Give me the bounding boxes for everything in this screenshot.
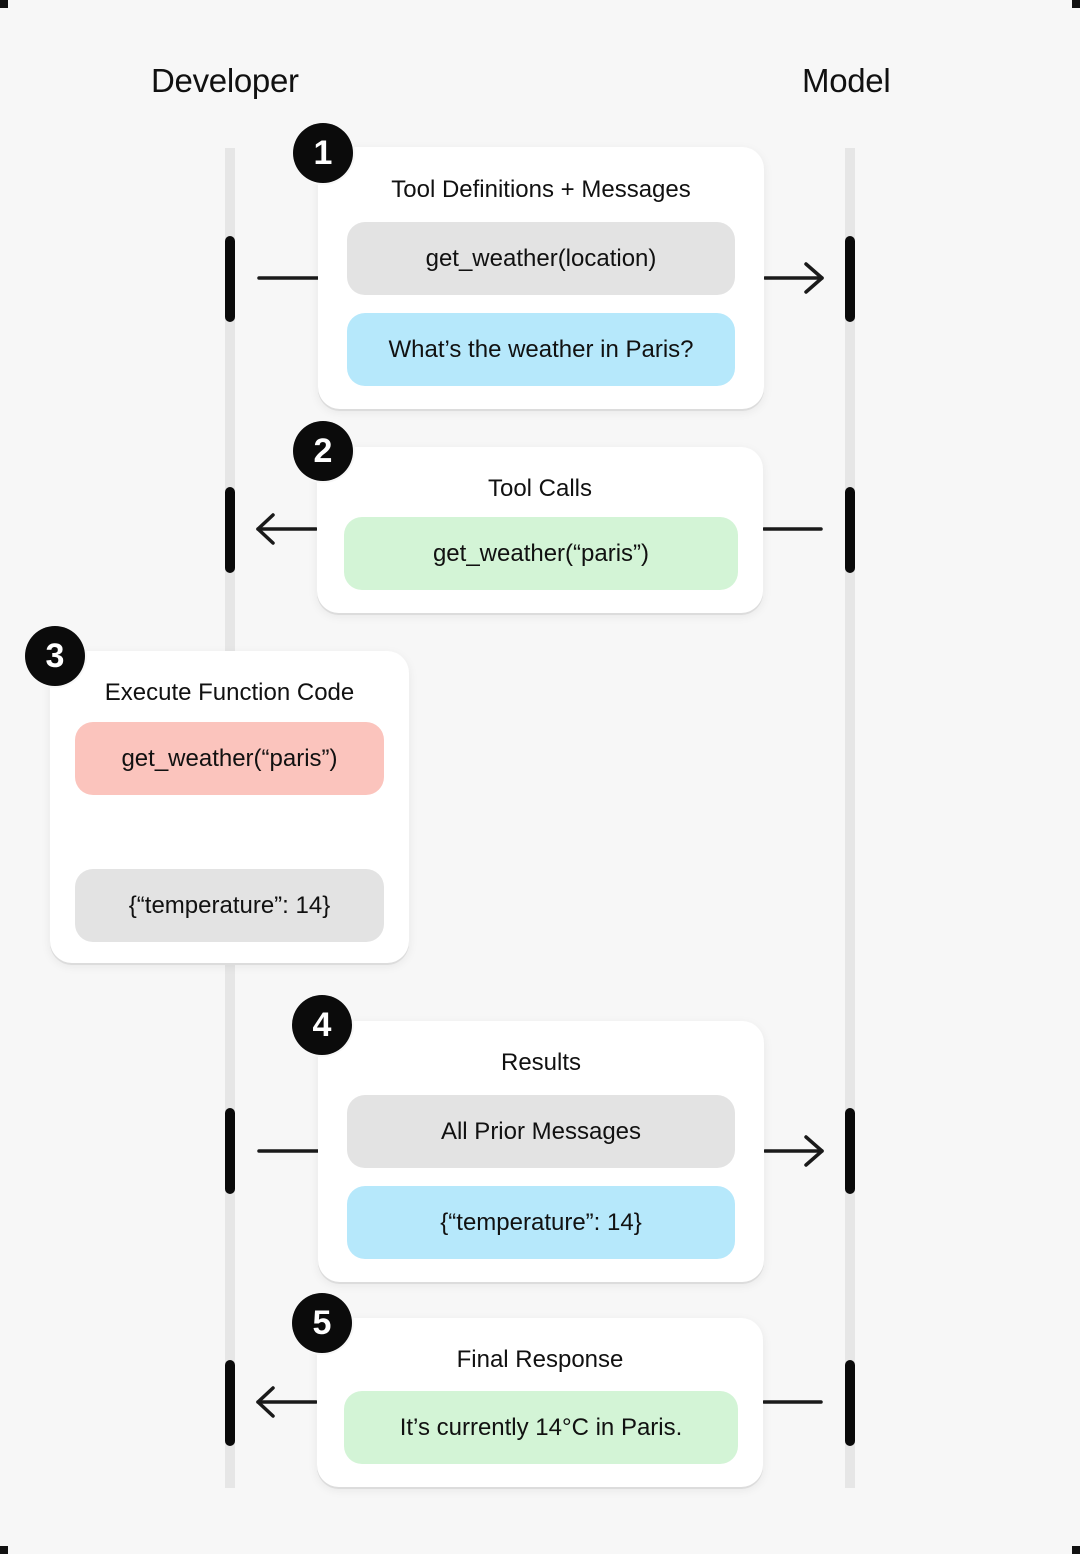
step-1-arrowhead	[804, 262, 824, 294]
developer-activation-step-2	[225, 487, 235, 573]
step-2-card: Tool Calls get_weather(“paris”)	[317, 447, 763, 613]
step-5-number-badge: 5	[292, 1293, 352, 1353]
step-3-card: Execute Function Code get_weather(“paris…	[50, 651, 409, 963]
step-3-function-result-pill: {“temperature”: 14}	[75, 869, 384, 942]
developer-activation-step-4	[225, 1108, 235, 1194]
step-1-number-badge: 1	[293, 123, 353, 183]
model-activation-step-2	[845, 487, 855, 573]
step-3-title: Execute Function Code	[104, 679, 355, 706]
step-1-user-message-pill: What’s the weather in Paris?	[347, 313, 735, 386]
step-4-card: Results All Prior Messages {“temperature…	[318, 1021, 764, 1282]
step-4-result-pill: {“temperature”: 14}	[347, 1186, 735, 1259]
developer-lane-title: Developer	[151, 62, 299, 99]
step-1-card: Tool Definitions + Messages get_weather(…	[318, 147, 764, 409]
developer-activation-step-5	[225, 1360, 235, 1446]
step-2-number-badge: 2	[293, 421, 353, 481]
step-2-arrowhead	[256, 513, 275, 545]
step-2-title: Tool Calls	[487, 475, 593, 502]
step-1-tool-definition-pill: get_weather(location)	[347, 222, 735, 295]
step-4-prior-messages-pill: All Prior Messages	[347, 1095, 735, 1168]
frame-corner-top-left	[0, 0, 8, 8]
step-5-final-response-pill: It’s currently 14°C in Paris.	[344, 1391, 738, 1464]
step-3-function-call-pill: get_weather(“paris”)	[75, 722, 384, 795]
step-4-title: Results	[500, 1049, 582, 1076]
step-5-title: Final Response	[456, 1346, 624, 1373]
step-5-arrowhead	[256, 1386, 275, 1418]
frame-corner-top-right	[1072, 0, 1080, 8]
frame-corner-bottom-right	[1072, 1546, 1080, 1554]
step-5-card: Final Response It’s currently 14°C in Pa…	[317, 1318, 763, 1487]
model-activation-step-4	[845, 1108, 855, 1194]
model-activation-step-1	[845, 236, 855, 322]
step-4-arrowhead	[804, 1135, 824, 1167]
frame-corner-bottom-left	[0, 1546, 8, 1554]
model-lifeline	[845, 148, 855, 1488]
model-activation-step-5	[845, 1360, 855, 1446]
step-1-title: Tool Definitions + Messages	[391, 176, 691, 203]
step-2-tool-call-pill: get_weather(“paris”)	[344, 517, 738, 590]
developer-activation-step-1	[225, 236, 235, 322]
step-3-number-badge: 3	[25, 626, 85, 686]
model-lane-title: Model	[802, 62, 891, 99]
step-4-number-badge: 4	[292, 995, 352, 1055]
